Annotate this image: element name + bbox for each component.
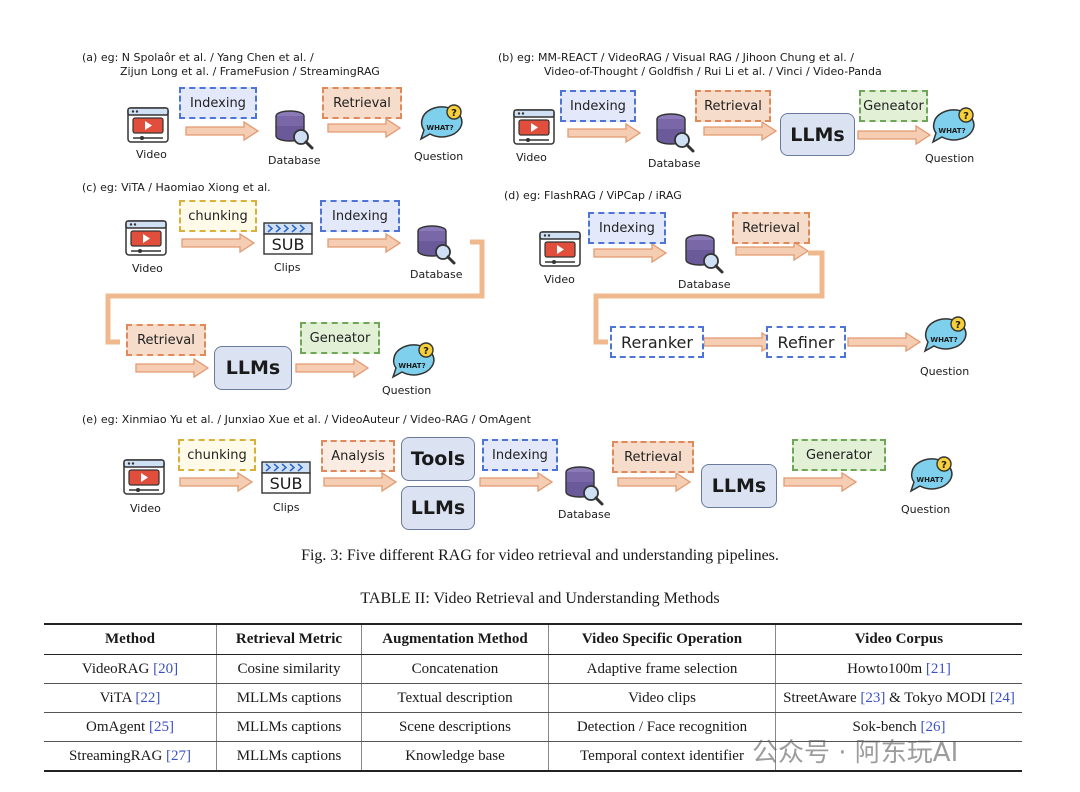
panel-c-generator-box: Geneator <box>300 322 380 354</box>
table-row: ViTA [22] MLLMs captions Textual descrip… <box>44 683 1022 713</box>
cell-metric: Cosine similarity <box>216 654 362 684</box>
panel-c-question-label: Question <box>382 384 432 397</box>
cell-corpus <box>775 741 1022 772</box>
table-title: TABLE II: Video Retrieval and Understand… <box>360 590 720 607</box>
panel-c-database-label: Database <box>410 268 463 281</box>
citation-link[interactable]: [23] <box>860 689 886 706</box>
panel-e-analysis-box: Analysis <box>321 440 395 472</box>
panel-e-title: (e) eg: Xinmiao Yu et al. / Junxiao Xue … <box>82 413 531 426</box>
panel-c-llms-box: LLMs <box>214 346 292 390</box>
header-retrieval-metric: Retrieval Metric <box>216 623 362 655</box>
panel-d-title: (d) eg: FlashRAG / ViPCap / iRAG <box>504 189 682 202</box>
panel-d-indexing-box: Indexing <box>588 212 666 244</box>
header-video-specific-operation: Video Specific Operation <box>548 623 776 655</box>
panel-e-llms-box: LLMs <box>701 464 777 508</box>
panel-a-database-label: Database <box>268 154 321 167</box>
panel-c-retrieval-box: Retrieval <box>126 324 206 356</box>
cell-method: VideoRAG [20] <box>44 654 217 684</box>
table-row: VideoRAG [20] Cosine similarity Concaten… <box>44 654 1022 684</box>
cell-corpus: Howto100m [21] <box>775 654 1022 684</box>
cell-method: OmAgent [25] <box>44 712 217 742</box>
panel-b-database-label: Database <box>648 157 701 170</box>
cell-operation: Temporal context identifier <box>548 741 776 772</box>
panel-e-tools-llms-box: LLMs <box>401 486 475 530</box>
panel-a-title-line2: Zijun Long et al. / FrameFusion / Stream… <box>120 65 380 78</box>
panel-e-generator-box: Generator <box>792 439 886 471</box>
panel-e-video-label: Video <box>130 502 161 515</box>
citation-link[interactable]: [24] <box>989 689 1015 706</box>
cell-metric: MLLMs captions <box>216 683 362 713</box>
panel-c-video-label: Video <box>132 262 163 275</box>
panel-d-question-label: Question <box>920 365 970 378</box>
panel-c-chunking-box: chunking <box>179 200 257 232</box>
citation-link[interactable]: [27] <box>166 747 192 764</box>
panel-e-chunking-box: chunking <box>178 439 256 471</box>
panel-c-title: (c) eg: ViTA / Haomiao Xiong et al. <box>82 181 271 194</box>
panel-b-question-label: Question <box>925 152 975 165</box>
panel-b-llms-box: LLMs <box>780 113 855 156</box>
panel-a-indexing-box: Indexing <box>179 87 257 119</box>
cell-operation: Video clips <box>548 683 776 713</box>
cell-corpus: Sok-bench [26] <box>775 712 1022 742</box>
cell-metric: MLLMs captions <box>216 741 362 772</box>
panel-e-clips-label: Clips <box>273 501 300 514</box>
panel-d-database-label: Database <box>678 278 731 291</box>
figure-graphics: WHAT? ? <box>105 104 975 506</box>
panel-b-title-line1: (b) eg: MM-REACT / VideoRAG / Visual RAG… <box>498 51 854 64</box>
panel-b-title-line2: Video-of-Thought / Goldfish / Rui Li et … <box>544 65 882 78</box>
citation-link[interactable]: [20] <box>153 660 179 677</box>
cell-corpus: StreetAware [23] & Tokyo MODI [24] <box>775 683 1022 713</box>
panel-c-clips-label: Clips <box>274 261 301 274</box>
cell-method: ViTA [22] <box>44 683 217 713</box>
panel-a-retrieval-box: Retrieval <box>322 87 402 119</box>
panel-a-title-line1: (a) eg: N Spolaôr et al. / Yang Chen et … <box>82 51 314 64</box>
figure-caption: Fig. 3: Five different RAG for video ret… <box>301 547 779 564</box>
panel-a-question-label: Question <box>414 150 464 163</box>
cell-augmentation: Knowledge base <box>361 741 549 772</box>
cell-method: StreamingRAG [27] <box>44 741 217 772</box>
panel-c-sub-text: SUB <box>271 235 305 254</box>
table-row: OmAgent [25] MLLMs captions Scene descri… <box>44 712 1022 742</box>
panel-e-question-label: Question <box>901 503 951 516</box>
citation-link[interactable]: [25] <box>148 718 174 735</box>
panel-d-refiner-box: Refiner <box>766 326 846 358</box>
table-row: StreamingRAG [27] MLLMs captions Knowled… <box>44 741 1022 772</box>
panel-a-video-label: Video <box>136 148 167 161</box>
panel-c-indexing-box: Indexing <box>320 200 400 232</box>
header-video-corpus: Video Corpus <box>775 623 1022 655</box>
header-method: Method <box>44 623 217 655</box>
panel-d-reranker-box: Reranker <box>610 326 704 358</box>
cell-operation: Detection / Face recognition <box>548 712 776 742</box>
panel-b-generator-box: Geneator <box>859 90 928 122</box>
cell-operation: Adaptive frame selection <box>548 654 776 684</box>
watermark: 公众号 · 阿东玩AI <box>752 738 959 768</box>
panel-e-database-label: Database <box>558 508 611 521</box>
table-header-row: Method Retrieval Metric Augmentation Met… <box>44 623 1022 655</box>
panel-e-indexing-box: Indexing <box>482 439 558 471</box>
panel-e-retrieval-box: Retrieval <box>612 441 694 473</box>
citation-link[interactable]: [22] <box>135 689 161 706</box>
panel-b-retrieval-box: Retrieval <box>695 90 771 122</box>
panel-e-sub-text: SUB <box>269 474 303 493</box>
header-augmentation-method: Augmentation Method <box>361 623 549 655</box>
panel-d-video-label: Video <box>544 273 575 286</box>
citation-link[interactable]: [21] <box>925 660 951 677</box>
citation-link[interactable]: [26] <box>920 718 946 735</box>
cell-augmentation: Concatenation <box>361 654 549 684</box>
panel-b-video-label: Video <box>516 151 547 164</box>
cell-augmentation: Scene descriptions <box>361 712 549 742</box>
panel-d-retrieval-box: Retrieval <box>732 212 810 244</box>
panel-b-indexing-box: Indexing <box>560 90 636 122</box>
cell-augmentation: Textual description <box>361 683 549 713</box>
cell-metric: MLLMs captions <box>216 712 362 742</box>
methods-table: Method Retrieval Metric Augmentation Met… <box>44 623 1022 772</box>
panel-e-tools-box: Tools <box>401 437 475 481</box>
